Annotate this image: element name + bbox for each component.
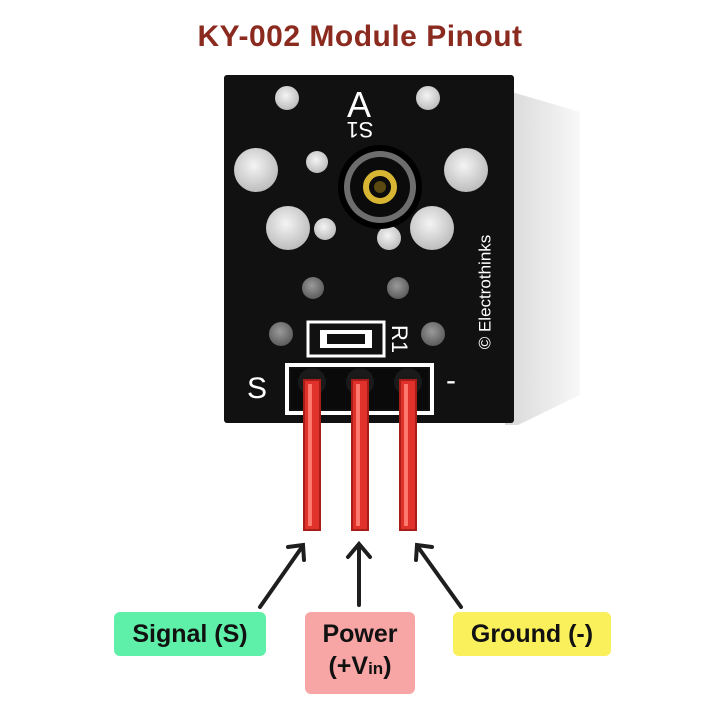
pin-ground: [399, 379, 417, 531]
vias: [269, 277, 445, 346]
silk-label-s: S: [247, 372, 267, 405]
mounting-holes: [234, 148, 488, 250]
ground-label: Ground (-): [453, 612, 611, 656]
pin-signal: [303, 379, 321, 531]
power-label: Power (+Vin): [305, 612, 415, 694]
page-title: KY-002 Module Pinout: [197, 20, 523, 53]
silk-label-minus: -: [446, 364, 456, 397]
watermark-text: © Electrothinks: [475, 235, 494, 350]
silk-label-a: A: [347, 84, 371, 125]
power-label-line2: (+Vin): [305, 649, 415, 686]
power-label-suffix: ): [383, 652, 392, 680]
arrow-power: [346, 540, 372, 607]
silk-label-r1: R1: [387, 325, 412, 353]
small-holes: [275, 86, 440, 250]
power-label-line1: Power: [322, 620, 398, 648]
board-shadow: [505, 90, 580, 425]
pin-power: [351, 379, 369, 531]
resistor-r1: [306, 320, 386, 358]
silk-label-s1: S1: [347, 117, 374, 142]
vibration-switch: [338, 145, 422, 229]
power-label-subscript: in: [368, 659, 384, 678]
signal-label: Signal (S): [114, 612, 266, 656]
power-label-prefix: (+V: [328, 652, 369, 680]
arrow-signal: [258, 542, 306, 609]
arrow-ground: [414, 542, 463, 609]
